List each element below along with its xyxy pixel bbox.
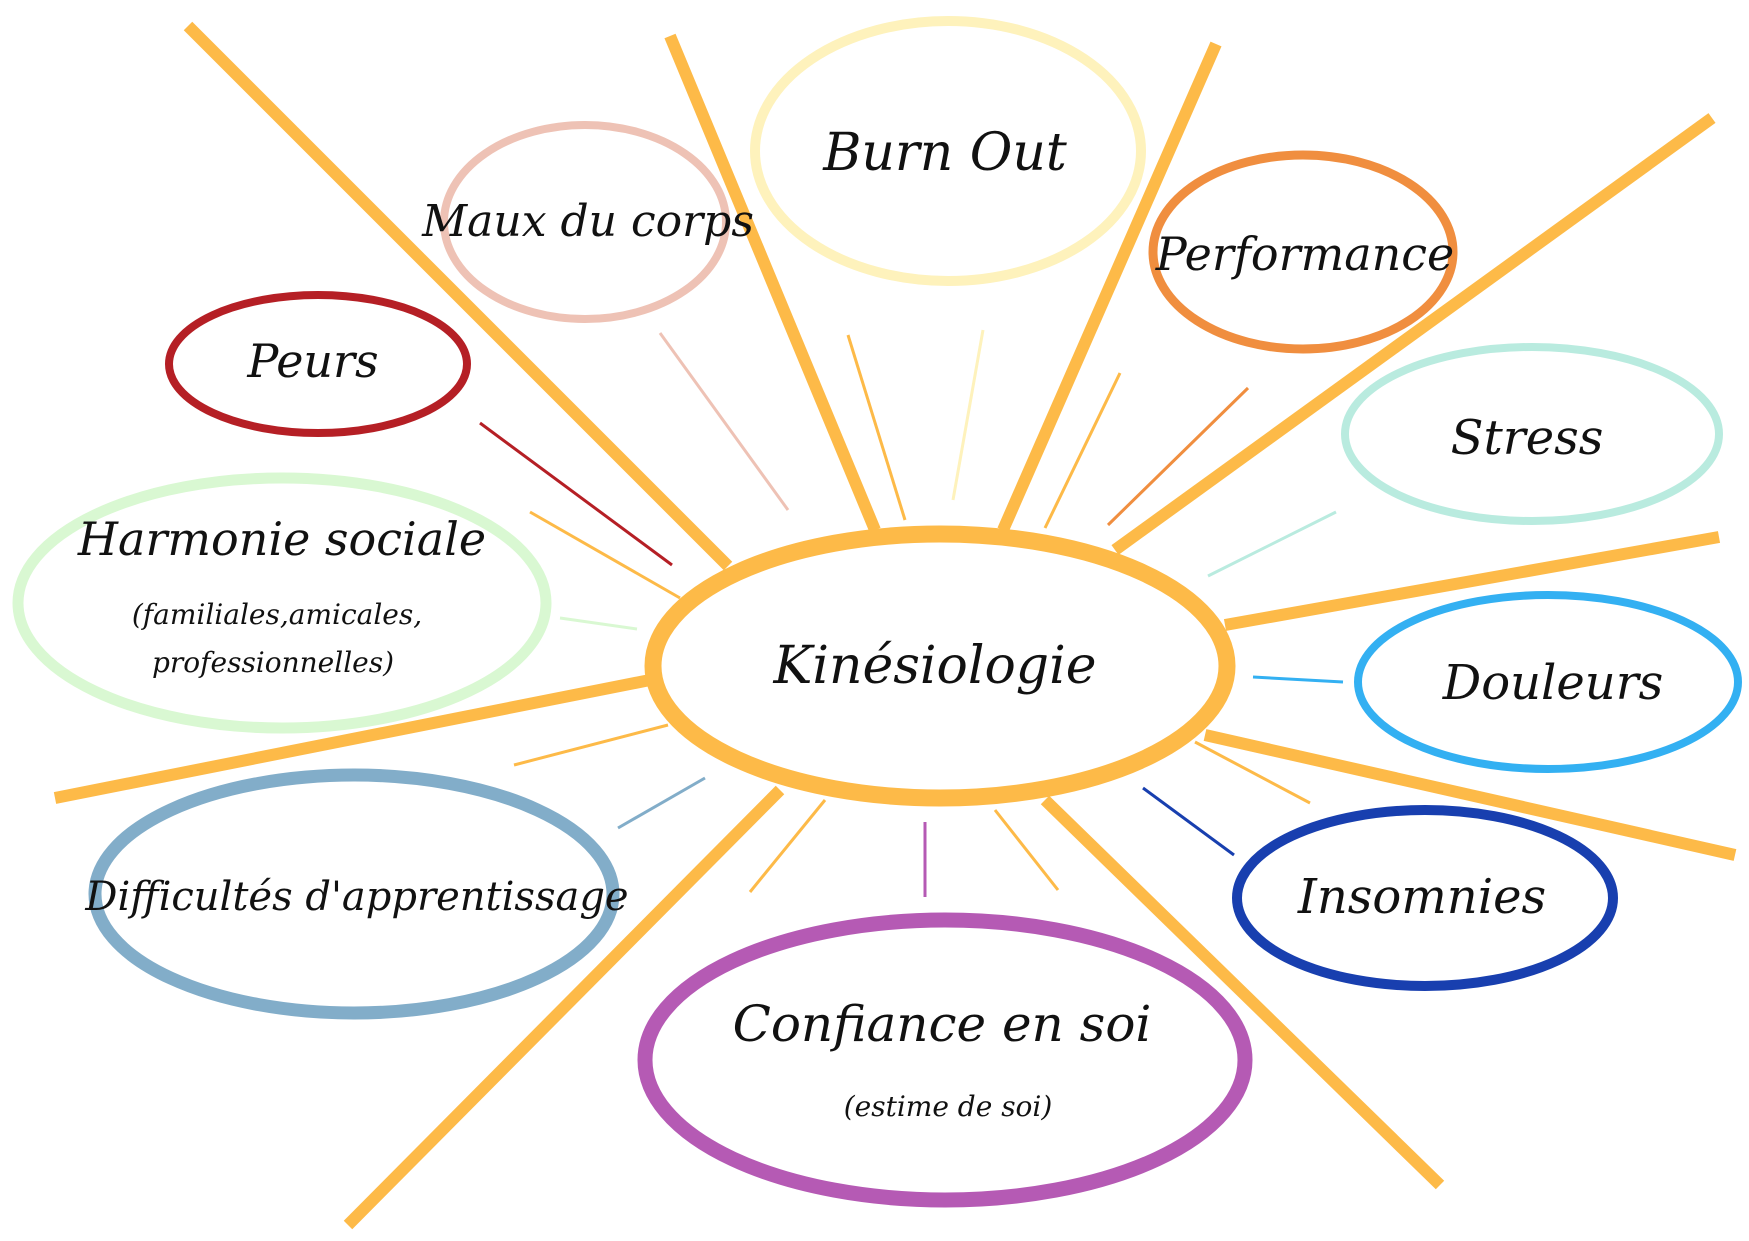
- node-stress: Stress: [1341, 343, 1723, 525]
- short-ray: [1043, 372, 1122, 529]
- node-label: Maux du corps: [421, 196, 754, 247]
- center-node: Kinésiologie: [644, 525, 1236, 807]
- sun-ray: [997, 41, 1222, 533]
- sun-ray: [1111, 113, 1716, 555]
- connector-harmonie: [559, 616, 638, 631]
- node-ellipse: [750, 16, 1146, 286]
- connector-performance: [1106, 386, 1250, 527]
- node-ellipse: [165, 291, 471, 437]
- node-ellipse: [1341, 343, 1723, 525]
- node-ellipse: [440, 121, 730, 323]
- node-ellipse: [1232, 805, 1618, 991]
- node-ellipse: [1354, 591, 1742, 773]
- node-sublabel: (familiales,amicales,: [132, 598, 422, 631]
- center-label: Kinésiologie: [773, 636, 1097, 696]
- short-ray: [529, 510, 681, 600]
- connector-stress: [1207, 510, 1337, 578]
- node-sublabel: (estime de soi): [844, 1090, 1053, 1123]
- connector-maux-du-corps: [658, 332, 790, 511]
- node-confiance: Confiance en soi (estime de soi): [637, 912, 1253, 1208]
- node-label: Peurs: [246, 334, 378, 388]
- sun-ray: [664, 33, 881, 533]
- node-label: Douleurs: [1442, 655, 1664, 711]
- sun-ray: [183, 21, 733, 571]
- node-peurs: Peurs: [165, 291, 471, 437]
- connector-difficultes: [617, 776, 706, 830]
- short-ray: [1194, 740, 1311, 805]
- node-label: Difficultés d'apprentissage: [84, 874, 628, 920]
- node-label: Confiance en soi: [733, 995, 1152, 1053]
- node-label: Harmonie sociale: [77, 512, 486, 566]
- short-ray: [846, 334, 907, 521]
- connector-burn-out: [951, 329, 985, 501]
- node-burn-out: Burn Out: [750, 16, 1146, 286]
- sun-ray: [53, 674, 652, 804]
- node-label: Burn Out: [822, 123, 1067, 183]
- node-label: Insomnies: [1297, 869, 1546, 925]
- node-sublabel-2: professionnelles): [152, 646, 394, 679]
- connectors: [479, 329, 1344, 897]
- node-label: Performance: [1155, 227, 1454, 281]
- node-insomnies: Insomnies: [1232, 805, 1618, 991]
- connector-insomnies: [1142, 786, 1235, 857]
- node-ellipse: [88, 768, 620, 1020]
- sun-ray: [1203, 729, 1737, 861]
- sun-ray: [343, 785, 785, 1230]
- node-ellipse: [637, 912, 1253, 1208]
- node-ellipse: [1148, 150, 1458, 354]
- connector-peurs: [479, 421, 673, 567]
- short-ray: [513, 723, 669, 767]
- short-rays: [513, 334, 1311, 893]
- sun-rays: [53, 21, 1737, 1230]
- node-maux-du-corps: Maux du corps: [421, 121, 754, 323]
- sun-ray: [1040, 795, 1445, 1190]
- node-harmonie-sociale: Harmonie sociale (familiales,amicales, p…: [12, 472, 552, 734]
- node-difficultes: Difficultés d'apprentissage: [84, 768, 629, 1020]
- short-ray: [993, 809, 1060, 891]
- node-performance: Performance: [1148, 150, 1458, 354]
- node-douleurs: Douleurs: [1354, 591, 1742, 773]
- sun-ray: [1223, 531, 1721, 631]
- connector-douleurs: [1252, 675, 1344, 684]
- center-ellipse: [644, 525, 1236, 807]
- short-ray: [748, 799, 827, 893]
- node-ellipse: [12, 472, 552, 734]
- node-label: Stress: [1451, 410, 1604, 466]
